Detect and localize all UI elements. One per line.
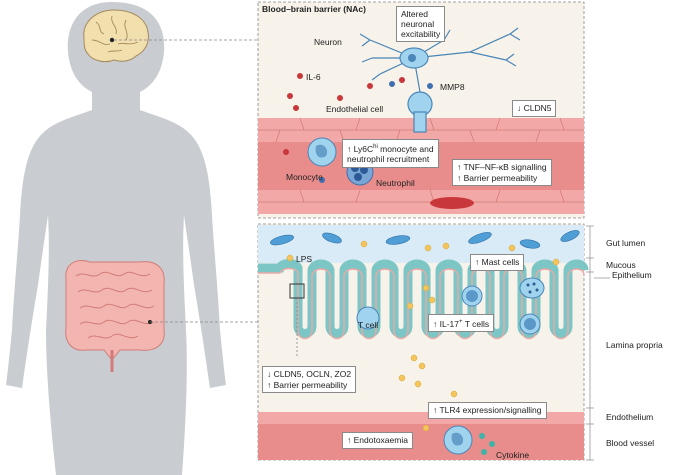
tnf-box: ↑ TNF–NF-κB signalling ↑ Barrier permeab… [452,159,552,186]
tlr4-box: ↑ TLR4 expression/signalling [428,402,547,419]
bbb-title: Blood–brain barrier (NAc) [262,4,366,14]
il17-suffix: T cells [462,318,490,329]
endotoxaemia-box: ↑ Endotoxaemia [342,432,413,449]
right-brackets [586,225,610,461]
lps-label: LPS [296,254,313,264]
cytokine-dots [479,433,495,455]
tight-junction-box: ↓ CLDN5, OCLN, ZO2 ↑ Barrier permeabilit… [262,366,357,393]
cldn5-box: ↓ CLDN5 [512,100,557,117]
recruitment-prefix: ↑ Ly6C [347,143,374,154]
il17-prefix: ↑ IL-17 [433,318,459,329]
tnf-line2: ↑ Barrier permeability [457,172,538,183]
il17-box: ↑ IL-17+ T cells [428,314,495,333]
excitability-line: neuronal [401,19,435,29]
excitability-line: excitability [401,29,441,39]
neuron-label: Neuron [314,37,342,47]
neuron-icon [359,27,521,133]
bacteria-icons [270,230,580,249]
mmp8-dots [319,81,433,183]
t-cell-icons [356,285,541,335]
lamina-propria-label: Lamina propria [606,340,663,350]
recruitment-sup: hi [373,144,378,150]
t-cell-label: T cell [358,320,379,330]
monocyte-icon [307,137,337,167]
epithelium-label: Epithelium [612,270,652,280]
il6-label: IL-6 [306,72,321,82]
il17-sup: + [459,319,463,325]
vessel-monocyte-icon [443,425,473,455]
endothelium-label: Endothelium [606,412,654,422]
excitability-line: Altered [401,9,428,19]
gut-lumen-label: Gut lumen [606,238,646,248]
cytokine-label: Cytokine [496,450,530,460]
tnf-line1: ↑ TNF–NF-κB signalling [457,162,547,172]
excitability-box: Altered neuronal excitability [396,6,446,42]
il6-dots [283,73,405,155]
neutrophil-label: Neutrophil [376,178,415,188]
recruitment-line2: neutrophil recruitment [347,154,430,165]
brain-icon [83,9,149,63]
blood-vessel-label: Blood vessel [606,438,655,448]
mast-cell-icon [519,277,545,299]
monocyte-label: Monocyte [286,172,323,182]
recruitment-suffix: monocyte and [377,143,434,154]
intestine-icon [65,260,165,372]
mmp8-label: MMP8 [440,82,465,92]
mucous-label: Mucous [606,260,636,270]
tight-junction-line1: ↓ CLDN5, OCLN, ZO2 [267,369,352,379]
recruitment-box: ↑ Ly6Chi monocyte and neutrophil recruit… [342,139,439,168]
mast-cells-box: ↑ Mast cells [470,254,525,271]
endothelial-cell-label: Endothelial cell [326,104,384,114]
gut-panel [257,223,589,461]
human-body [6,2,226,475]
tight-junction-line2: ↑ Barrier permeability [267,379,348,390]
